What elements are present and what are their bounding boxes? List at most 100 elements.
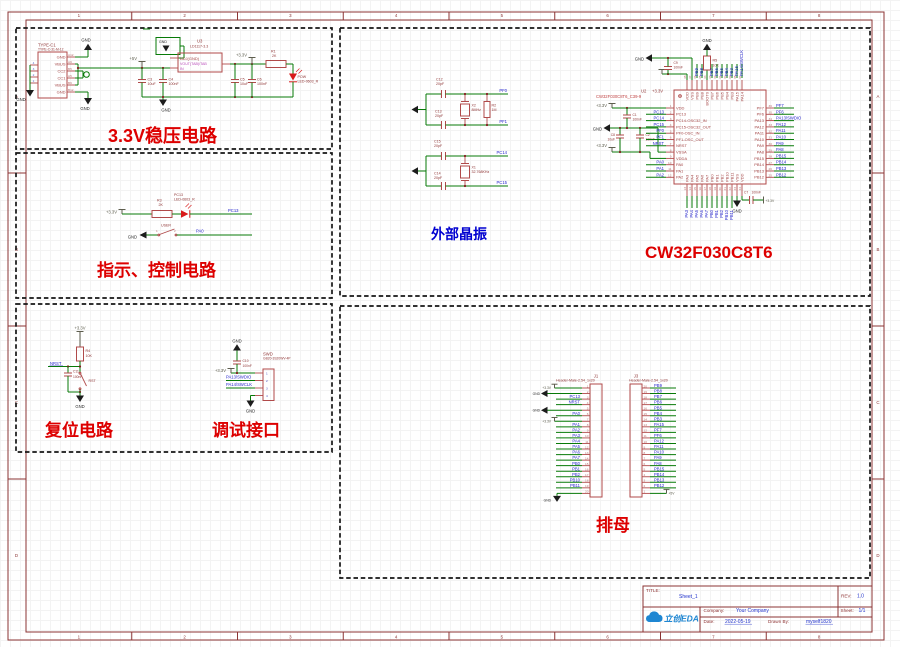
pin-number: 15 <box>585 462 589 466</box>
cap-ref[interactable]: C8 <box>611 133 615 137</box>
cap-ref[interactable]: C3 <box>148 78 153 82</box>
sheet-title[interactable]: Sheet_1 <box>679 594 698 600</box>
pin-name: PA1 <box>676 168 684 173</box>
circuit-control[interactable]: +3.3V R3 2K PC13 LED-0603_R PC13 GND 1 2… <box>106 193 252 239</box>
pin-number: B12 <box>68 88 74 92</box>
title-reset-block[interactable]: 复位电路 <box>45 421 113 440</box>
typec-ref[interactable]: TYPE-C1 <box>38 42 56 47</box>
crystal-ref[interactable]: X1 <box>472 166 476 170</box>
swd-ref[interactable]: SWD <box>263 351 273 356</box>
resistor-body[interactable] <box>265 60 287 68</box>
mcu-ref[interactable]: U2 <box>641 89 647 94</box>
net-label[interactable]: PC13 <box>228 208 239 213</box>
pin-number: 5 <box>644 468 646 472</box>
crystal-ref[interactable]: X2 <box>472 104 476 108</box>
title-debug-block[interactable]: 调试接口 <box>212 421 280 440</box>
swd-connector-body[interactable] <box>262 368 275 401</box>
cap-ref[interactable]: C1 <box>633 113 637 117</box>
status-led[interactable] <box>181 210 189 218</box>
cap-value: 100nF <box>752 191 761 195</box>
title-block[interactable]: TITLE: Sheet_1 REV: 1.0 Company: Your Co… <box>642 585 873 633</box>
regulator-part[interactable]: LD1117-3.3 <box>190 45 208 49</box>
net-label: PA13/SWDIO <box>776 116 802 121</box>
resistor-body[interactable] <box>703 55 711 71</box>
cap-ref[interactable]: C12 <box>436 77 443 81</box>
net-label[interactable]: PC14 <box>497 150 508 155</box>
switch-label[interactable]: USER <box>161 224 171 228</box>
resistor-ref[interactable]: R4 <box>86 349 91 353</box>
resistor-ref[interactable]: R2 <box>492 104 497 108</box>
pin-number: 12 <box>585 445 589 449</box>
cap-ref[interactable]: C2 <box>646 133 650 137</box>
cap-ref[interactable]: C9 <box>674 61 678 65</box>
pin-number: 46 <box>693 75 697 79</box>
regulator-body[interactable] <box>177 52 223 73</box>
resistor-body[interactable] <box>76 346 84 362</box>
net-label[interactable]: NRST <box>50 361 62 366</box>
circuit-reset[interactable]: +3.3V R4 10K NRST C11 100nF RST GND <box>48 326 96 409</box>
cap-ref[interactable]: C10 <box>243 359 249 363</box>
header-ref[interactable]: J3 <box>634 374 639 379</box>
zone-number: 8 <box>818 635 821 640</box>
regulator-ref[interactable]: U3 <box>197 39 203 44</box>
resistor-ref[interactable]: R1 <box>271 50 276 54</box>
net-label[interactable]: PA14/SWCLK <box>226 382 252 387</box>
company-value[interactable]: Your Company <box>736 608 769 614</box>
title-label: TITLE: <box>646 588 660 593</box>
net-label[interactable]: PF0 <box>499 88 507 93</box>
header-j3-body[interactable] <box>629 383 643 498</box>
cap-ref[interactable]: C14 <box>434 172 441 176</box>
net-label[interactable]: PF1 <box>499 119 507 124</box>
led-ref[interactable]: POW <box>298 75 307 79</box>
circuit-mcu[interactable]: U2 +3.3V CW32F030C8T6_C39-9 C9 100nF GND… <box>593 38 802 220</box>
header-j1-body[interactable] <box>589 383 603 498</box>
date-value[interactable]: 2022-05-19 <box>725 619 751 625</box>
zone-letter: A <box>877 94 880 99</box>
title-header-block[interactable]: 排母 <box>596 516 630 535</box>
rev-value[interactable]: 1.0 <box>857 594 864 600</box>
mcu-pins: VDD1PC132PC13PC14-OSC32_IN3PC14PC15-OSC3… <box>646 50 802 220</box>
circuit-headers[interactable]: J1 Header-Male-2.54_1x20 J3 Header-Male-… <box>533 374 676 503</box>
circuit-crystals[interactable]: C12 20pF C13 20pF X2 8MHz R2 1M PF0 PF1 … <box>411 77 509 190</box>
resistor-body[interactable] <box>151 210 173 218</box>
resistor-ref[interactable]: R3 <box>157 199 162 203</box>
resistor-ref[interactable]: R5 <box>713 59 718 63</box>
title-control-block[interactable]: 指示、控制电路 <box>97 261 216 280</box>
pin-number: 3 <box>33 67 35 71</box>
cap-ref[interactable]: C11 <box>73 370 79 374</box>
switch-label[interactable]: RST <box>89 379 97 383</box>
crystal-body[interactable] <box>460 165 470 179</box>
net-label: PA6 <box>699 209 704 217</box>
net-label: PA10 <box>654 450 665 455</box>
cap-ref[interactable]: C15 <box>434 139 441 143</box>
net-label: PB5 <box>654 405 663 410</box>
mcu-part[interactable]: CW32F030C8T6_C39-9 <box>596 94 642 99</box>
section-border-control <box>15 152 333 299</box>
net-label: PB0 <box>572 461 581 466</box>
cap-ref[interactable]: C5 <box>240 78 245 82</box>
mcu-body[interactable] <box>673 89 767 185</box>
header-ref[interactable]: J1 <box>594 374 599 379</box>
led-ref[interactable]: PC13 <box>174 193 183 197</box>
net-label[interactable]: PA13/SWDIO <box>226 375 252 380</box>
cap-ref[interactable]: C13 <box>435 110 442 114</box>
title-regulator-block[interactable]: 3.3V稳压电路 <box>108 126 218 146</box>
resistor-body[interactable] <box>483 101 491 118</box>
pin-number: 2 <box>670 111 672 115</box>
typec-part[interactable]: TYPE-C-31-M-12 <box>38 48 64 52</box>
power-led[interactable] <box>289 73 297 81</box>
net-label[interactable]: PC15 <box>497 180 508 185</box>
drawn-by-value[interactable]: myself1820 <box>806 619 832 625</box>
sheet-value[interactable]: 1/1 <box>859 608 866 614</box>
net-label[interactable]: PA0 <box>196 228 204 233</box>
title-mcu-block[interactable]: CW32F030C8T6 <box>645 243 773 262</box>
cap-ref[interactable]: C7 <box>744 191 748 195</box>
cap-ref[interactable]: C4 <box>169 78 174 82</box>
circuit-debug[interactable]: GND C10 100nF +3.3V SWD GB20-3S20WV-4P 1… <box>215 339 291 414</box>
usb-c-connector-body[interactable] <box>37 51 68 99</box>
title-crystal-block[interactable]: 外部晶振 <box>431 226 487 242</box>
cap-ref[interactable]: C6 <box>257 78 262 82</box>
crystal-body[interactable] <box>460 103 470 117</box>
